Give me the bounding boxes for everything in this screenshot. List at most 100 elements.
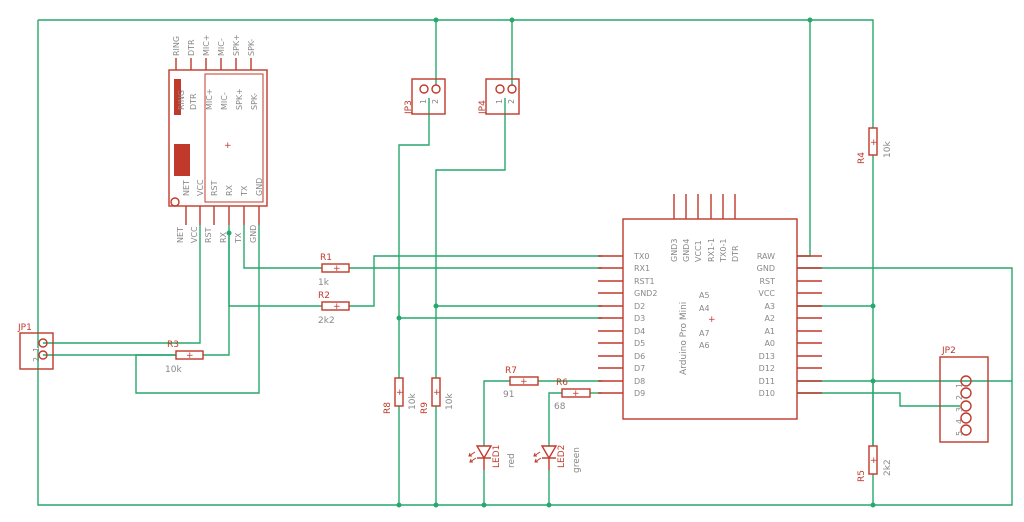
jumper-jp1[interactable]: JP1 1 2: [17, 323, 54, 370]
r2-label: R2: [318, 291, 330, 301]
svg-text:+: +: [520, 377, 528, 387]
resistor-r7[interactable]: + R7 91: [503, 366, 539, 400]
arduino-pin-d11: D11: [759, 377, 775, 386]
led1-emission-icon: [468, 451, 477, 463]
jumper-jp2[interactable]: JP2 1 2 3 4 5: [939, 346, 989, 443]
gsm-inner-top-dtr: DTR: [189, 93, 198, 110]
led-led2[interactable]: LED2 green: [533, 445, 582, 473]
arduino-top-pin-tx0-1: TX0-1: [719, 239, 728, 263]
svg-text:+: +: [396, 388, 404, 398]
svg-text:+: +: [333, 264, 341, 274]
gsm-module[interactable]: + RING DTR MIC+ MIC- SPK+ SPK- RING DTR: [168, 34, 268, 244]
arduino-pin-a0: A0: [764, 339, 775, 348]
gsm-inner-top-spk-plus: SPK+: [235, 88, 244, 110]
arduino-top-pin-dtr: DTR: [731, 245, 740, 262]
jp4-label: JP4: [478, 100, 488, 115]
r3-value: 10k: [165, 365, 182, 375]
jp2-pin-4: 4: [955, 419, 964, 424]
arduino-pro-mini[interactable]: + Arduino Pro Mini GND3 GND4 VCC1 RX1-1 …: [598, 194, 822, 420]
gsm-top-pin-spk-minus: SPK-: [247, 39, 256, 56]
gsm-sim-slot: [174, 79, 181, 115]
r8-value: 10k: [408, 393, 418, 410]
led2-value: green: [572, 447, 582, 473]
arduino-top-pin-vcc1: VCC1: [694, 240, 703, 262]
arduino-top-pin-gnd4: GND4: [682, 239, 691, 262]
resistor-r4[interactable]: + R4 10k: [857, 127, 893, 164]
resistor-r6[interactable]: + R6 68: [554, 378, 591, 412]
jumper-jp3[interactable]: JP3 1 2: [404, 78, 446, 115]
led1-value: red: [507, 453, 517, 468]
jp2-pin-3: 3: [955, 407, 964, 412]
arduino-pin-rst: RST: [759, 277, 775, 286]
r4-value: 10k: [883, 141, 893, 158]
r3-label: R3: [167, 340, 179, 350]
arduino-pin-gnd2: GND2: [634, 289, 657, 298]
gsm-top-pin-dtr: DTR: [187, 39, 196, 56]
gsm-inner-top-mic-minus: MIC-: [220, 92, 229, 110]
gsm-inner-top-mic-plus: MIC+: [205, 88, 214, 110]
gsm-top-pin-mic-minus: MIC-: [217, 38, 226, 56]
arduino-pin-tx0: TX0: [633, 252, 649, 261]
resistor-r1[interactable]: + R1 1k: [318, 253, 350, 288]
gsm-inner-bottom-tx: TX: [240, 185, 249, 197]
r6-value: 68: [554, 402, 566, 412]
resistor-r9[interactable]: + R9 10k: [420, 377, 455, 414]
arduino-pin-d2: D2: [634, 302, 645, 311]
arduino-pin-d4: D4: [634, 327, 645, 336]
gsm-inner-bottom-rst: RST: [210, 180, 219, 196]
led-led1[interactable]: LED1 red: [468, 445, 517, 470]
r7-label: R7: [505, 366, 517, 376]
arduino-pin-d5: D5: [634, 339, 645, 348]
gsm-origin-mark: +: [224, 141, 232, 151]
arduino-pin-d12: D12: [759, 364, 775, 373]
gsm-bottom-pin-vcc: VCC: [190, 226, 199, 243]
arduino-pin-gnd: GND: [757, 264, 775, 273]
resistor-r3[interactable]: + R3 10k: [165, 340, 204, 375]
gsm-antenna-pad: [174, 144, 190, 176]
resistor-r8[interactable]: + R8 10k: [383, 377, 418, 414]
arduino-pin-d7: D7: [634, 364, 645, 373]
arduino-pin-d8: D8: [634, 377, 645, 386]
r1-label: R1: [320, 253, 332, 263]
arduino-pin-d6: D6: [634, 352, 645, 361]
gsm-bottom-pin-gnd: GND: [249, 225, 258, 243]
resistor-r5[interactable]: + R5 2k2: [857, 445, 893, 482]
r4-label: R4: [857, 152, 867, 164]
r5-value: 2k2: [883, 459, 893, 476]
gsm-inner-top-spk-minus: SPK-: [250, 93, 259, 110]
gsm-inner-bottom-vcc: VCC: [196, 179, 205, 196]
arduino-pin-d10: D10: [759, 389, 775, 398]
r9-value: 10k: [445, 393, 455, 410]
gsm-bottom-pin-rx: RX: [219, 231, 228, 243]
gsm-bottom-pin-net: NET: [176, 227, 185, 243]
svg-text:+: +: [870, 138, 878, 148]
arduino-top-pin-gnd3: GND3: [670, 239, 679, 262]
resistor-r2[interactable]: + R2 2k2: [318, 291, 350, 326]
jp4-pin-1: 1: [495, 99, 504, 104]
arduino-inner-a6: A6: [699, 341, 710, 350]
arduino-pin-a3: A3: [764, 302, 775, 311]
jumper-jp4[interactable]: JP4 1 2: [478, 78, 520, 115]
r9-label: R9: [420, 402, 430, 414]
gsm-inner-top-ring: RING: [177, 90, 186, 110]
svg-text:+: +: [333, 302, 341, 312]
arduino-pin-rx1: RX1: [634, 264, 650, 273]
svg-text:+: +: [870, 456, 878, 466]
junction-dots: [226, 17, 876, 508]
jp3-label: JP3: [404, 100, 414, 115]
arduino-pin-rst1: RST1: [634, 277, 655, 286]
led2-emission-icon: [533, 451, 542, 463]
svg-text:+: +: [186, 351, 194, 361]
jp1-label: JP1: [17, 323, 32, 333]
arduino-pin-raw: RAW: [757, 252, 775, 261]
gsm-bottom-pin-rst: RST: [204, 227, 213, 243]
arduino-inner-a5: A5: [699, 291, 710, 300]
arduino-pin-d9: D9: [634, 389, 645, 398]
arduino-inner-a7: A7: [699, 329, 710, 338]
arduino-inner-a4: A4: [699, 304, 710, 313]
jp2-pin-1: 1: [955, 383, 964, 388]
r7-value: 91: [503, 390, 514, 400]
jp1-pin-2: 2: [32, 357, 41, 362]
gsm-bottom-pin-tx: TX: [234, 232, 243, 244]
